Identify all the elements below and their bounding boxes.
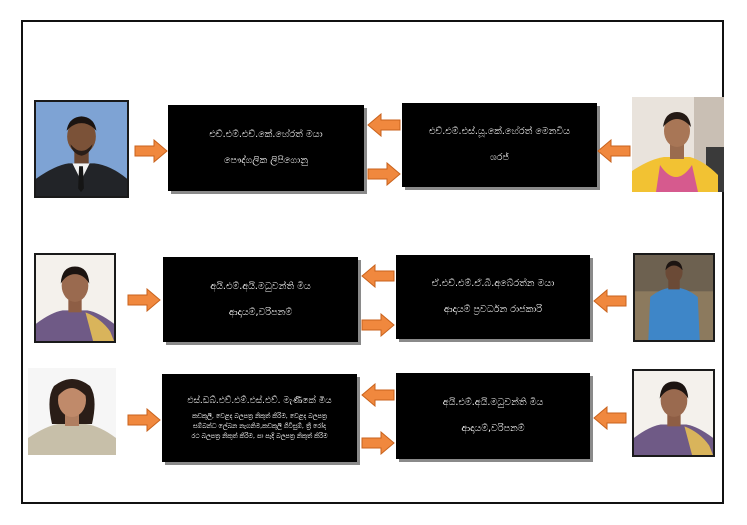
org-box-r1-left: එච්.එම්.එච්.කේ.හේරත් මයා පෞද්ගලික ලිපිගො…	[168, 105, 364, 191]
staff-duty: ආදායම් ප්‍රවර්ධන රාජකාරි	[443, 304, 543, 315]
staff-duty: ශරජ්	[490, 152, 509, 163]
staff-photo-woman-saree	[34, 253, 116, 343]
staff-photo-woman-portrait	[28, 368, 116, 455]
staff-photo-woman-yellow	[632, 97, 724, 192]
staff-photo-man-suit	[34, 100, 129, 198]
staff-name: එච්.එම්.එස්.යූ.කේ.හේරත් මෙනවිය	[429, 126, 570, 137]
arrow-left-icon	[597, 139, 631, 163]
arrow-left-icon	[361, 264, 395, 288]
staff-name: එස්.ඩබ්.එච්.එම්.එස්.එච්. මැණිකේ මිය	[187, 396, 332, 406]
arrow-right-icon	[361, 431, 395, 455]
staff-name: එච්.එම්.එච්.කේ.හේරත් මයා	[209, 129, 323, 140]
staff-duty: පෞද්ගලික ලිපිගොනු	[223, 155, 309, 166]
arrow-left-icon	[361, 383, 395, 407]
staff-duty: ආදායම්,වරිපනම්	[228, 306, 293, 318]
org-box-r3-left: එස්.ඩබ්.එච්.එම්.එස්.එච්. මැණිකේ මිය කඩකු…	[162, 374, 357, 462]
staff-duty-line: රථ බලපත්‍ර නිකුත් කිරිම, පා පැදි බලපත්‍ර…	[191, 433, 328, 440]
arrow-right-icon	[361, 313, 395, 337]
staff-photo-woman-saree-2	[632, 369, 715, 457]
arrow-right-icon	[127, 288, 161, 312]
org-box-r2-right: ඒ.එච්.එම්.ඒ.බී.අබේරත්න මයා ආදායම් ප්‍රවර…	[396, 255, 590, 339]
org-box-r1-right: එච්.එම්.එස්.යූ.කේ.හේරත් මෙනවිය ශරජ්	[402, 103, 597, 187]
staff-duty-line: කඩකුලී, වෙළද බලපත්‍ර නිකුත් කිරිම, වෙළද …	[192, 413, 327, 420]
org-box-r2-left: අයි.එම්.අයි.මධුවන්ති මිය ආදායම්,වරිපනම්	[163, 257, 358, 342]
arrow-left-icon	[593, 406, 627, 430]
arrow-right-icon	[134, 139, 168, 163]
arrow-left-icon	[367, 113, 401, 137]
staff-photo-man-blue-shirt	[633, 253, 715, 342]
arrow-left-icon	[593, 289, 627, 313]
arrow-right-icon	[127, 408, 161, 432]
staff-name: අයි.එම්.අයි.මධුවන්ති මිය	[442, 397, 544, 408]
staff-name: ඒ.එච්.එම්.ඒ.බී.අබේරත්න මයා	[431, 278, 555, 289]
staff-duty-line: සම්බන්ධ ලේඛන නැගනිම,කඩකුලි ගිවිසුම්, ත්‍…	[193, 423, 326, 430]
arrow-right-icon	[367, 162, 401, 186]
staff-name: අයි.එම්.අයි.මධුවන්ති මිය	[210, 280, 311, 292]
staff-duty: ආදායම්,වරිපනම්	[461, 423, 525, 434]
org-box-r3-right: අයි.එම්.අයි.මධුවන්ති මිය ආදායම්,වරිපනම්	[396, 373, 590, 459]
